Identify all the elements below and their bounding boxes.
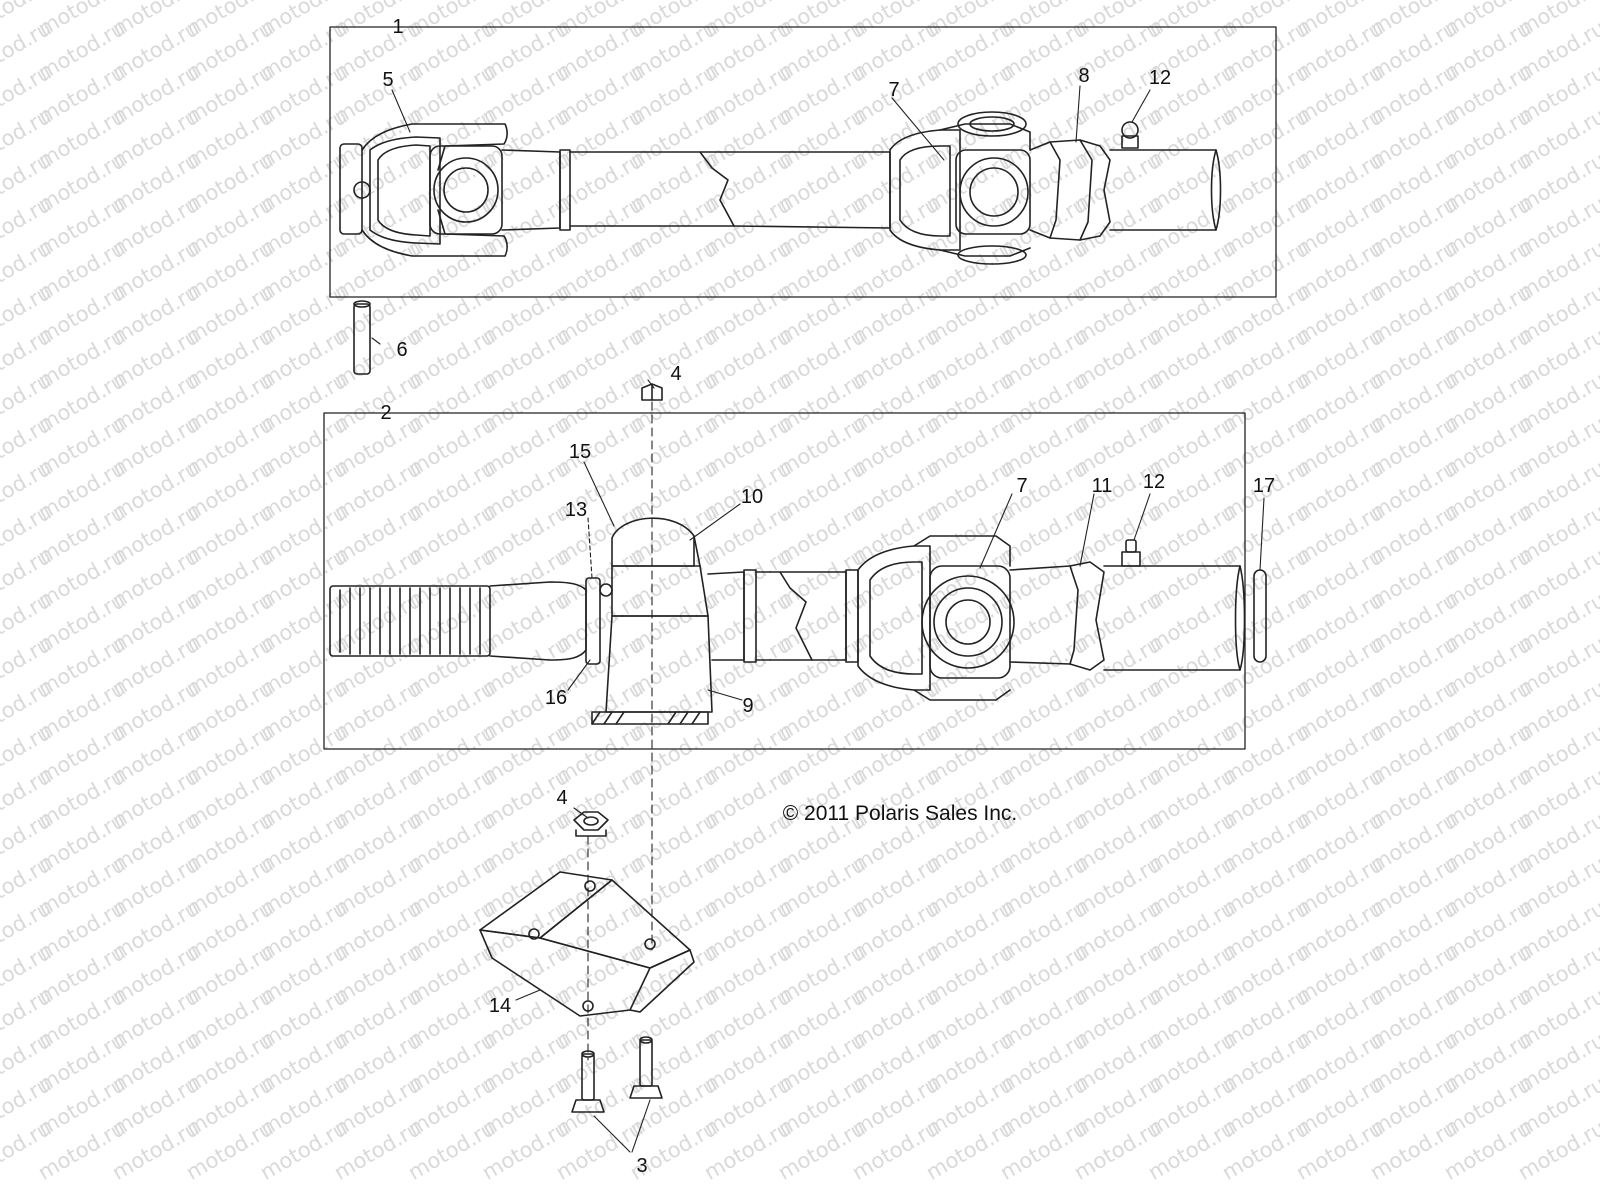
part-4-nut-top (641, 383, 663, 401)
callout-12-mid: 12 (1143, 471, 1165, 493)
assembly-2-frame (323, 412, 1246, 750)
copyright-text: © 2011 Polaris Sales Inc. (783, 802, 1018, 825)
assembly-1-frame (329, 26, 1277, 298)
callout-4-lower: 4 (556, 787, 567, 809)
callout-15: 15 (569, 441, 591, 463)
front-shaft-assembly (339, 111, 1222, 265)
callout-3: 3 (636, 1155, 647, 1177)
part-3-bolts (571, 1036, 663, 1113)
callout-17: 17 (1253, 475, 1275, 497)
callout-13: 13 (565, 499, 587, 521)
callout-2: 2 (380, 402, 391, 424)
callout-11: 11 (1092, 475, 1113, 497)
rear-shaft-assembly (329, 517, 1246, 725)
callout-8: 8 (1078, 65, 1089, 87)
callout-16: 16 (545, 687, 567, 709)
part-4-nut-lower (573, 811, 609, 837)
callout-7-top: 7 (888, 79, 899, 101)
part-14-bracket (479, 871, 695, 1017)
callout-9: 9 (742, 695, 753, 717)
callout-6: 6 (396, 339, 407, 361)
leader-lines (371, 26, 1265, 1153)
part-6-pin (353, 300, 371, 375)
callout-14: 14 (489, 995, 511, 1017)
callout-7-mid: 7 (1016, 475, 1027, 497)
callout-5: 5 (382, 69, 393, 91)
callout-10: 10 (741, 486, 763, 508)
callout-4-top: 4 (670, 363, 681, 385)
part-17-ring (1253, 569, 1267, 663)
callout-1: 1 (392, 16, 403, 38)
callout-12-top: 12 (1149, 67, 1171, 89)
